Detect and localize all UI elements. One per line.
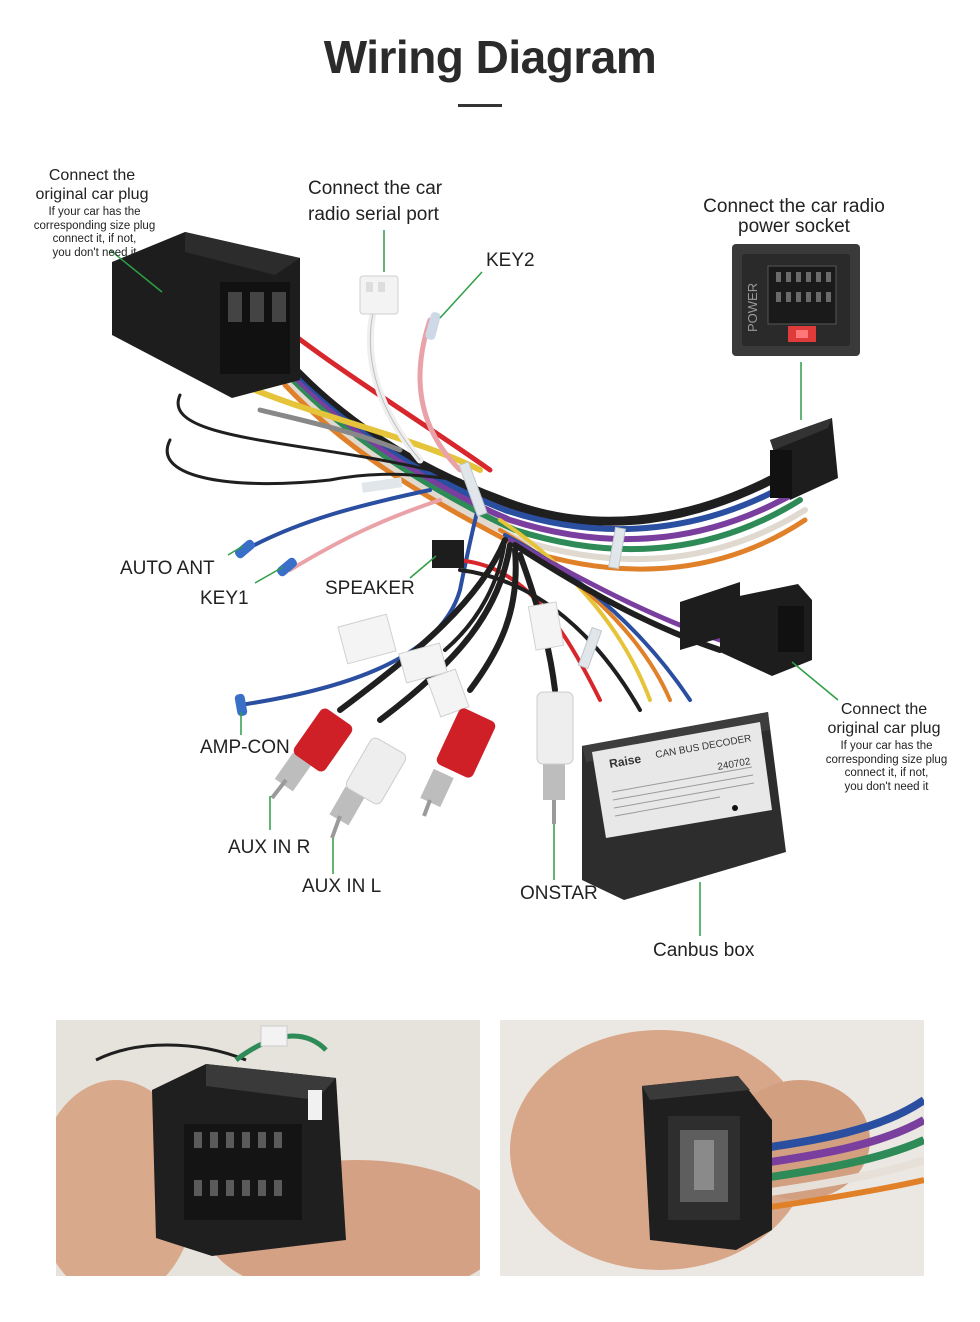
rca-aux-in-r-red [270, 708, 353, 800]
left-original-plug-connector [112, 232, 300, 398]
aux-in-l-label: AUX IN L [302, 876, 382, 897]
speaker-connector [432, 540, 464, 568]
original-plug-right-note: If your car has the corresponding size p… [825, 740, 948, 793]
rca-aux-in-l-white [329, 737, 407, 839]
wire-tag [337, 613, 397, 665]
key2-label: KEY2 [486, 250, 535, 271]
amp-con-wire-tip [234, 693, 248, 717]
photo-right-connector [500, 1020, 924, 1276]
title-underline [458, 104, 502, 107]
original-plug-left-heading: Connect the original car plug [35, 167, 149, 203]
iso-power-connector [770, 418, 838, 500]
photo-left-connector [56, 1020, 480, 1276]
amp-con-label: AMP-CON [200, 737, 290, 758]
rca-onstar-white [536, 691, 574, 824]
key1-wire-tip [276, 557, 298, 577]
auto-ant-wire-tip [234, 539, 256, 559]
canbus-box-label: Canbus box [653, 940, 755, 961]
right-original-plug-connector [680, 582, 812, 676]
page-title: Wiring Diagram [323, 31, 657, 83]
decoder-sticker-lines [611, 766, 755, 817]
wiring-diagram: POWER [109, 230, 860, 936]
decoder-brand: Raise [608, 752, 642, 771]
rca-red-second [420, 708, 496, 817]
key2-wire-tip [425, 312, 441, 340]
aux-in-r-label: AUX IN R [228, 837, 311, 858]
power-socket-marking: POWER [745, 283, 760, 332]
key1-label: KEY1 [200, 588, 249, 609]
speaker-label: SPEAKER [325, 578, 415, 599]
auto-ant-label: AUTO ANT [120, 558, 215, 579]
callout-lines [109, 230, 839, 936]
power-socket-pins [776, 272, 831, 302]
wire-tag [527, 601, 565, 651]
wire-tag [426, 668, 470, 718]
original-plug-right-heading: Connect the original car plug [827, 701, 941, 737]
onstar-label: ONSTAR [520, 883, 598, 904]
canbus-box [582, 712, 786, 900]
serial-port-label: Connect the car radio serial port [308, 178, 443, 225]
serial-port-plug [359, 275, 399, 315]
power-socket-label: Connect the car radio power socket [703, 196, 885, 237]
original-plug-left-note: If your car has the corresponding size p… [33, 206, 156, 259]
wire-tag [398, 642, 448, 684]
